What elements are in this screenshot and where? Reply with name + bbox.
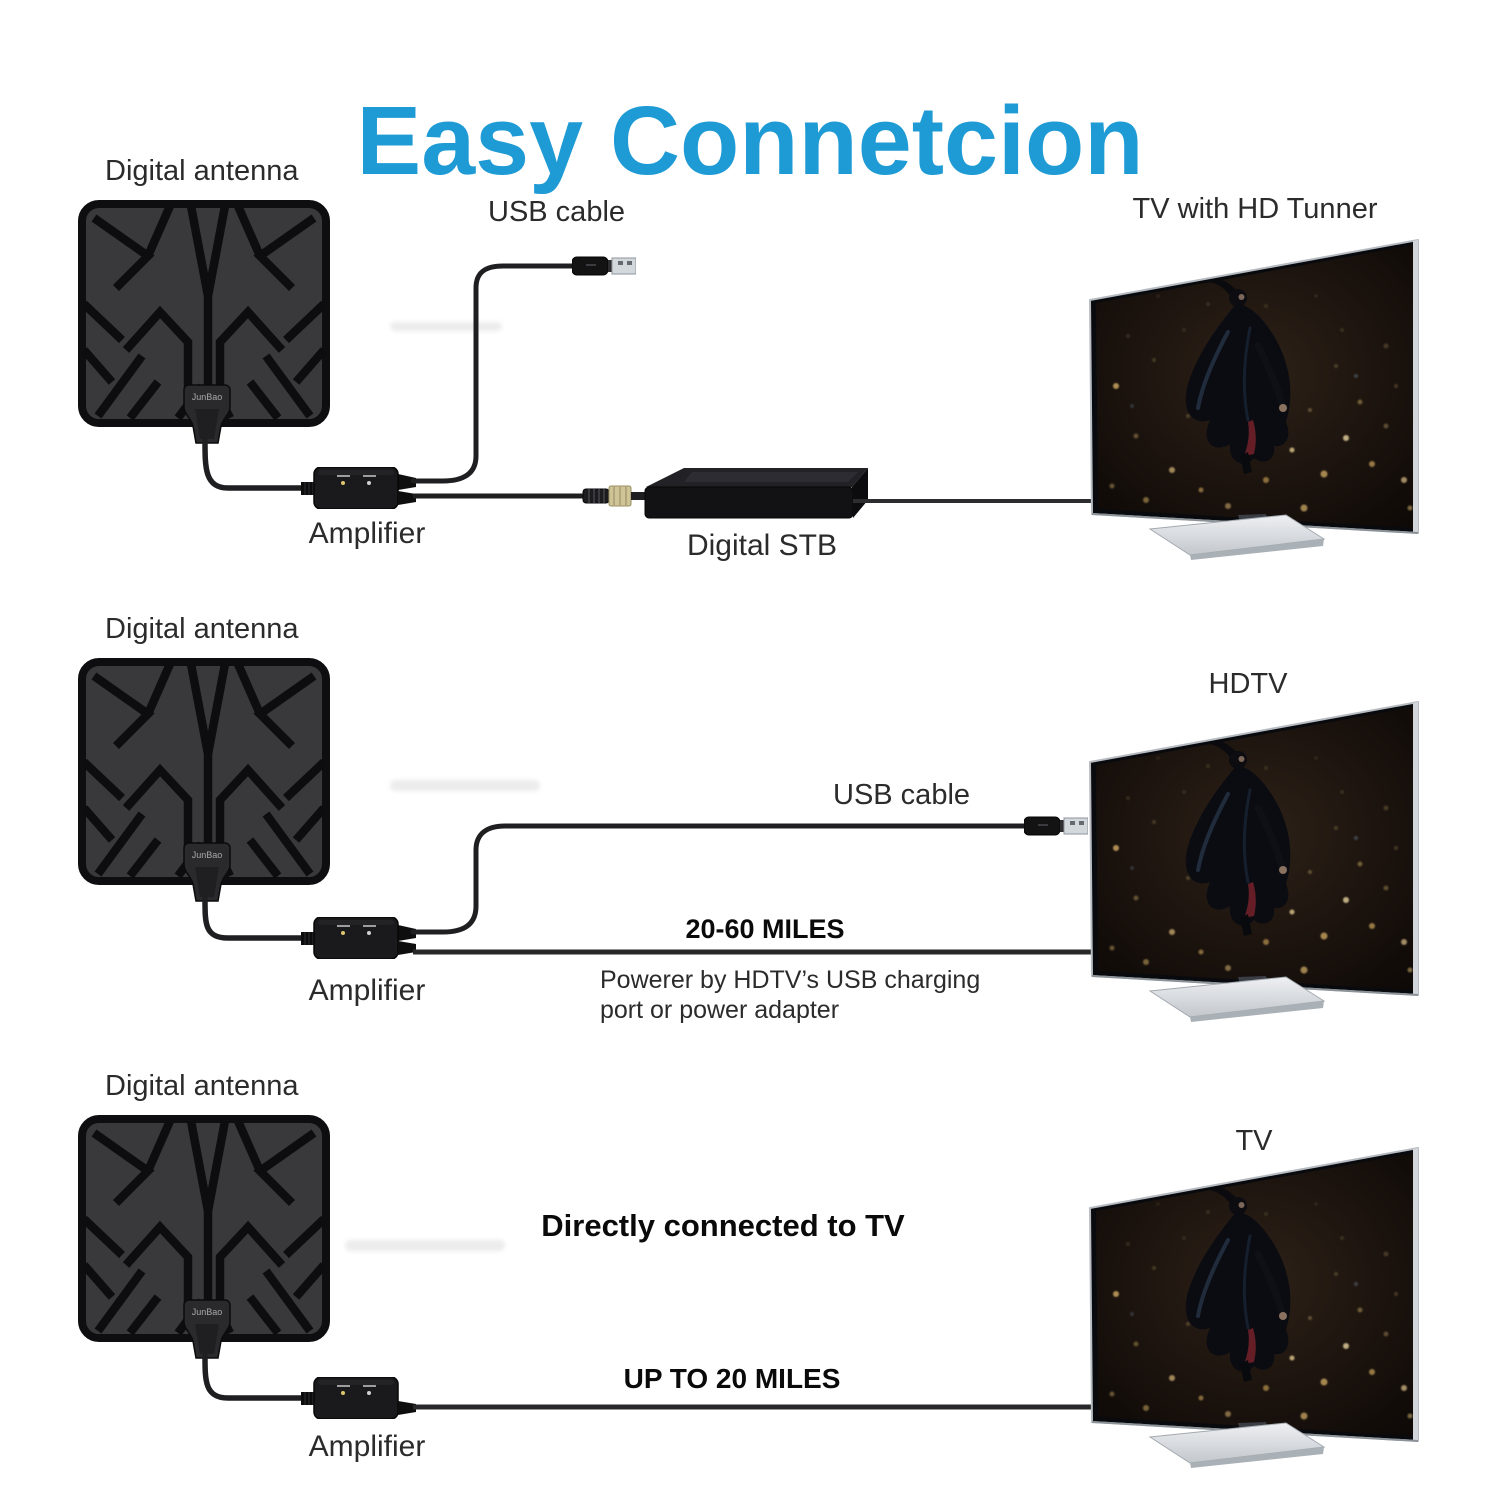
usb-plug-icon (572, 256, 636, 276)
tv-graphic (1088, 1146, 1424, 1468)
amplifier-label-row3: Amplifier (308, 1430, 426, 1463)
row-2-graphics: JunBao (82, 662, 1424, 1022)
brand-text: JunBao (192, 850, 223, 860)
range-label-row2: 20-60 MILES (685, 914, 845, 944)
amplifier-usb-port (398, 925, 416, 941)
amplifier-graphic (301, 1377, 417, 1419)
usb-plug-icon (1024, 816, 1088, 836)
tv-graphic (1088, 238, 1424, 560)
tv-label-row1: TV with HD Tunner (1132, 193, 1378, 225)
power-note-line2: port or power adapter (600, 996, 840, 1024)
brand-text: JunBao (192, 1307, 223, 1317)
digital-stb-graphic (644, 468, 868, 519)
amplifier-label-row2: Amplifier (308, 974, 426, 1007)
brand-text: JunBao (192, 392, 223, 402)
artifact-streak (345, 1240, 505, 1251)
antenna-connector: JunBao (183, 1299, 231, 1359)
range-label-row3: UP TO 20 MILES (623, 1363, 841, 1394)
amplifier-label-row1: Amplifier (308, 517, 426, 550)
antenna-cable (202, 896, 306, 941)
usb-cable-graphic (410, 263, 577, 484)
usb-cable-label-row1: USB cable (488, 196, 626, 228)
row-1-graphics: JunBao (82, 204, 1424, 560)
artifact-streak (390, 322, 502, 331)
antenna-cable (202, 1353, 306, 1401)
stb-label: Digital STB (686, 529, 838, 562)
amplifier-usb-port (398, 474, 416, 490)
antenna-label-row1: Digital antenna (105, 155, 299, 187)
usb-cable-label-row2: USB cable (833, 779, 971, 811)
usb-cable-graphic (410, 823, 1031, 935)
amplifier-graphic (301, 917, 417, 959)
direct-connection-note: Directly connected to TV (541, 1208, 905, 1243)
coax-connector-icon (582, 485, 647, 507)
tv-label-row2: HDTV (1208, 668, 1288, 700)
antenna-label-row2: Digital antenna (105, 613, 299, 645)
antenna-connector: JunBao (183, 384, 231, 444)
amplifier-graphic (301, 467, 417, 509)
tv-graphic (1088, 700, 1424, 1022)
power-note-line1: Powerer by HDTV’s USB charging (600, 966, 981, 994)
antenna-connector: JunBao (183, 842, 231, 902)
antenna-label-row3: Digital antenna (105, 1070, 299, 1102)
tv-label-row3: TV (1235, 1125, 1273, 1157)
antenna-cable (202, 438, 306, 491)
page-title: Easy Connetcion (356, 85, 1144, 195)
artifact-streak (390, 780, 540, 791)
row-3-graphics: JunBao (82, 1119, 1424, 1468)
